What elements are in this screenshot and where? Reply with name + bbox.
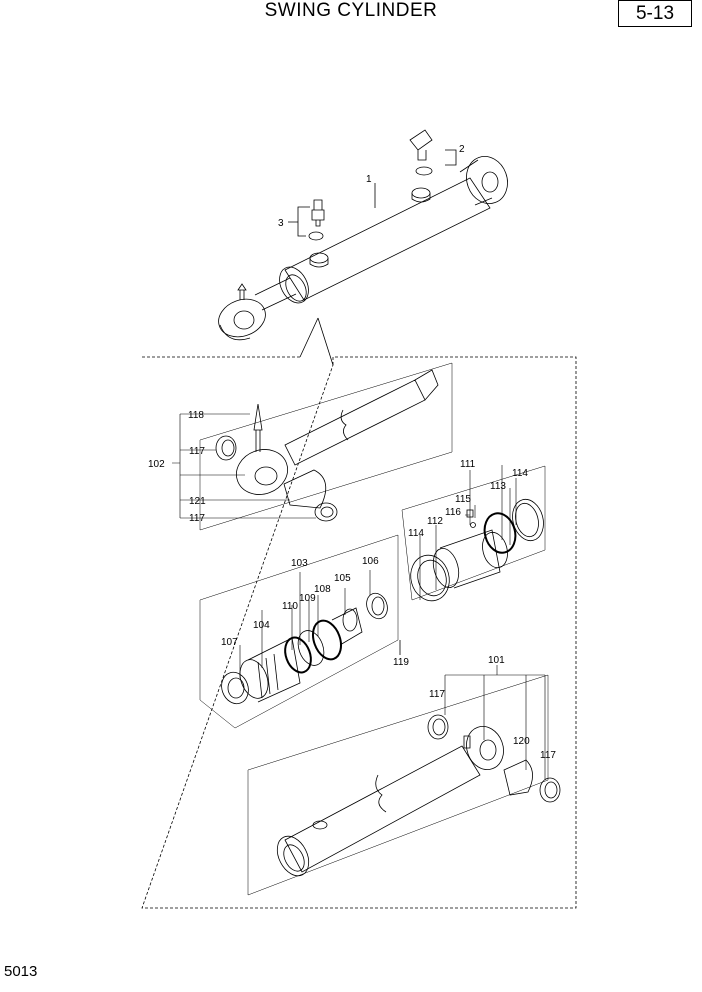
callout-116: 116 xyxy=(445,507,461,518)
callout-101: 101 xyxy=(488,655,505,666)
callout-110: 110 xyxy=(282,601,298,612)
callout-121: 121 xyxy=(189,496,206,507)
callout-105: 105 xyxy=(334,573,351,584)
callout-108: 108 xyxy=(314,584,331,595)
callout-2: 2 xyxy=(459,144,465,155)
callout-109: 109 xyxy=(299,593,316,604)
callout-106: 106 xyxy=(362,556,379,567)
callout-114-left: 114 xyxy=(408,528,424,539)
piston-group xyxy=(401,465,546,602)
rod-assembly xyxy=(199,362,453,531)
callout-103: 103 xyxy=(291,558,308,569)
callout-119: 119 xyxy=(393,657,409,668)
drawing-code: 5013 xyxy=(4,963,38,980)
page-title: SWING CYLINDER xyxy=(264,0,438,21)
callout-117-rod-bottom: 117 xyxy=(189,513,205,524)
callout-102: 102 xyxy=(148,459,165,470)
callout-112: 112 xyxy=(427,516,443,527)
callout-117-tube-left: 117 xyxy=(429,689,445,700)
tube-assembly xyxy=(247,674,561,896)
gland-group xyxy=(199,534,401,729)
callout-117-tube-right: 117 xyxy=(540,750,556,761)
callout-104: 104 xyxy=(253,620,270,631)
callout-111: 111 xyxy=(460,459,476,470)
callout-115: 115 xyxy=(455,494,471,505)
exploded-view-border xyxy=(141,356,577,909)
callout-118: 118 xyxy=(188,410,204,421)
callout-113: 113 xyxy=(490,481,506,492)
callout-1: 1 xyxy=(366,174,372,185)
callout-114-right: 114 xyxy=(512,468,528,479)
callout-3: 3 xyxy=(278,218,284,229)
assembled-cylinder xyxy=(218,129,508,366)
leader-lines xyxy=(172,413,546,780)
callout-117-rod-top: 117 xyxy=(189,446,205,457)
callout-107: 107 xyxy=(221,637,238,648)
callout-120: 120 xyxy=(513,736,530,747)
page-number-box: 5-13 xyxy=(618,0,692,27)
